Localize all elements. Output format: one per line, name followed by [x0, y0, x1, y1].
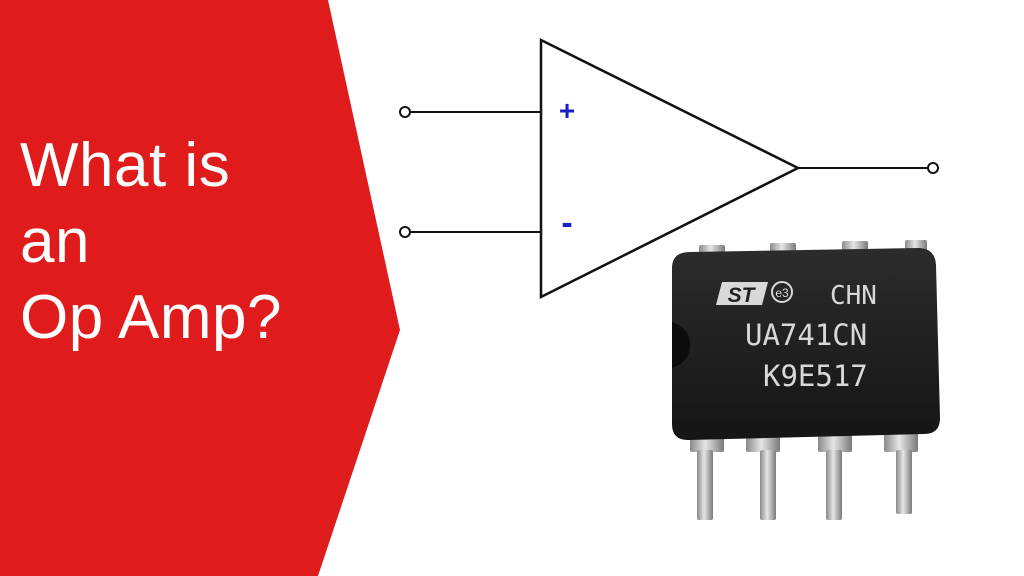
- output-terminal: [927, 162, 939, 174]
- st-logo-icon: ST: [716, 282, 768, 307]
- minus-sign: -: [561, 204, 572, 242]
- inverting-input-terminal: [399, 226, 411, 238]
- plus-sign: +: [559, 95, 575, 126]
- title-line-2: an: [20, 207, 90, 276]
- op-amp-triangle: [539, 37, 801, 300]
- e3-mark-text: e3: [775, 286, 789, 300]
- title-line-3: Op Amp?: [20, 283, 282, 352]
- red-banner-shape: [0, 0, 400, 576]
- chip-marking-line-3: K9E517: [763, 359, 868, 393]
- e3-mark-icon: e3: [771, 281, 793, 303]
- chip-notch: [672, 322, 690, 368]
- st-logo-text: ST: [728, 284, 757, 307]
- non-inverting-input-terminal: [399, 106, 411, 118]
- page-title: What is an Op Amp?: [20, 128, 282, 356]
- chip-marking-line-2: UA741CN: [745, 318, 867, 352]
- title-line-1: What is: [20, 131, 231, 200]
- chip-marking-line-1: CHN: [830, 281, 877, 311]
